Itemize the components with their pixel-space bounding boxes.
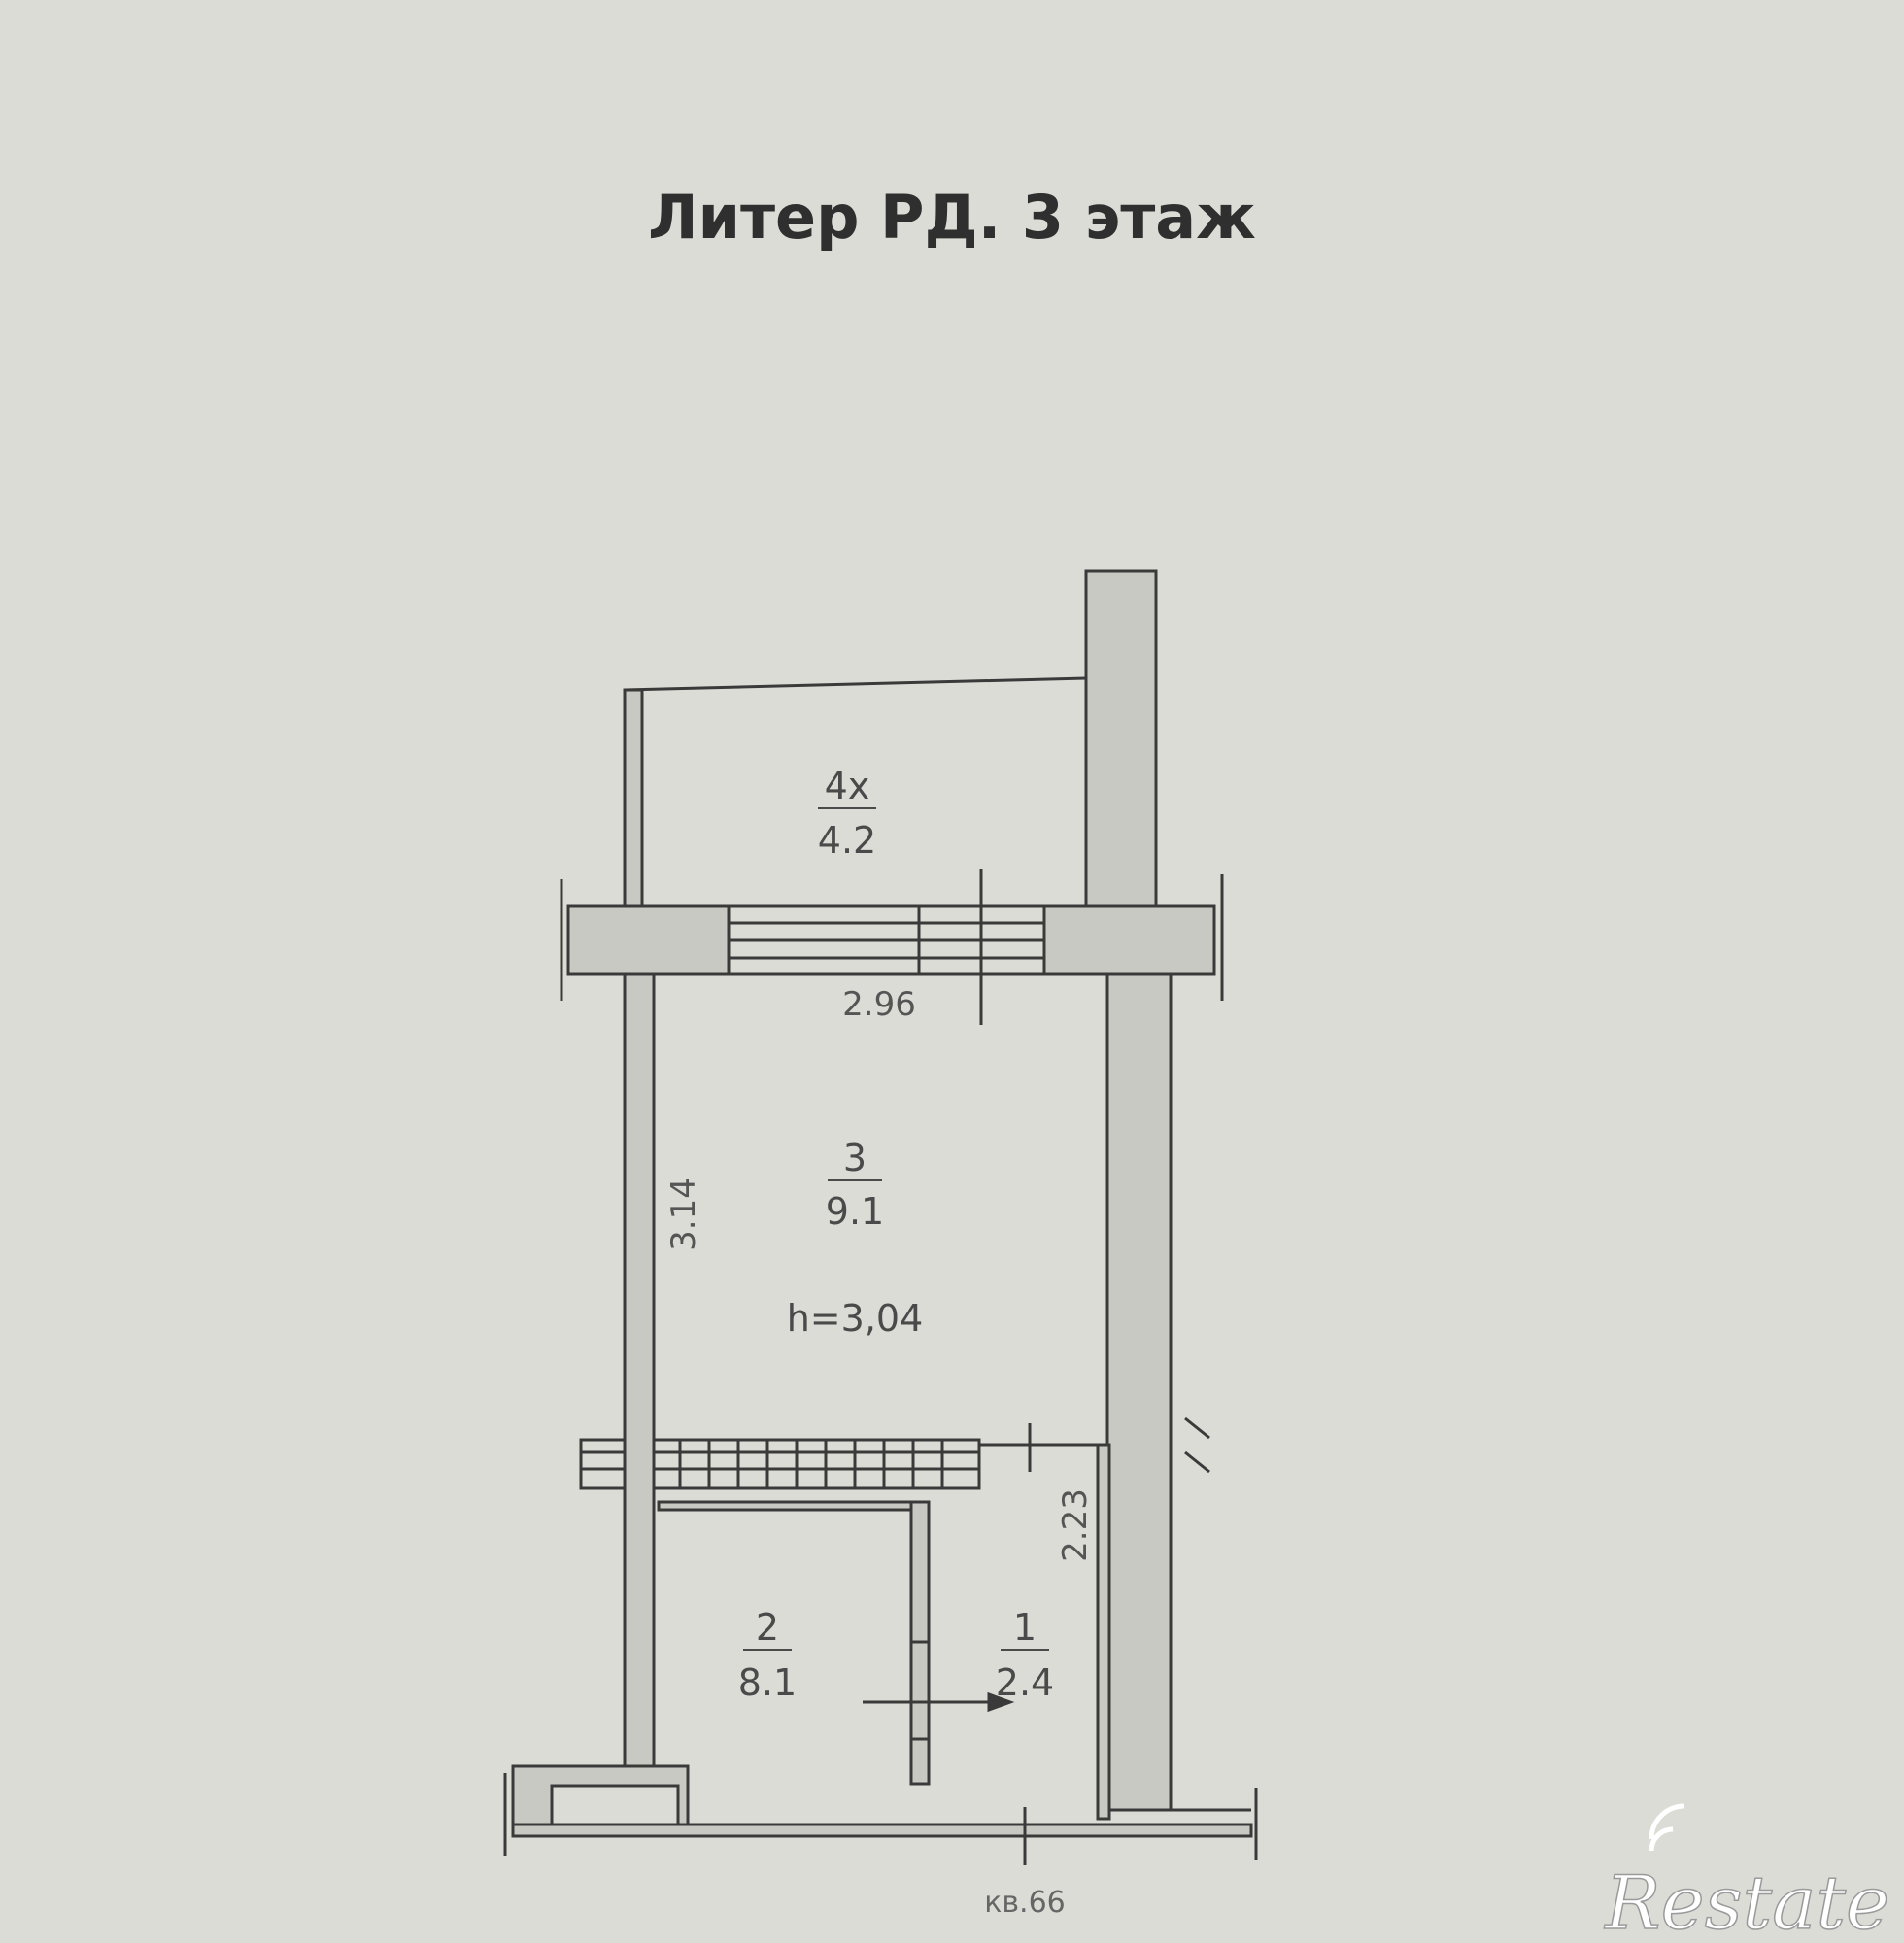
- dimension-width-top: 2.96: [842, 985, 916, 1024]
- room-4-area: 4.2: [818, 819, 876, 862]
- balcony-left-wall: [623, 688, 644, 908]
- room-3-area: 9.1: [826, 1190, 884, 1233]
- room2-top-wall: [657, 1500, 928, 1512]
- room-2-area: 8.1: [738, 1661, 797, 1704]
- walls: [503, 569, 1258, 1865]
- left-wall: [623, 972, 656, 1768]
- bathroom-right-wall: [1096, 1443, 1111, 1821]
- dimension-length-left: 3.14: [664, 1177, 703, 1251]
- room-4-number: 4х: [825, 765, 870, 807]
- wall-segment-left: [566, 904, 731, 976]
- watermark-text: Restate: [1603, 1859, 1889, 1943]
- left-wall-hatch: [579, 1438, 627, 1490]
- wall-block-top-right: [1084, 569, 1158, 908]
- tick-mark: [1184, 1416, 1210, 1440]
- dimension-length-bathroom: 2.23: [1056, 1488, 1095, 1562]
- watermark-arc-icon: [1649, 1803, 1685, 1840]
- balcony-top-edge: [624, 676, 1087, 692]
- wall-segment-right: [1042, 904, 1216, 976]
- watermark-arc-icon: [1649, 1826, 1674, 1852]
- room-1-area: 2.4: [996, 1661, 1054, 1704]
- restate-watermark: Restate: [1603, 1803, 1890, 1943]
- bottom-wall: [511, 1823, 1253, 1838]
- right-wall: [1105, 972, 1173, 1812]
- room-1-number: 1: [1013, 1606, 1037, 1649]
- door-arrow-head: [987, 1691, 1015, 1713]
- room-3-number: 3: [843, 1137, 867, 1179]
- partition-wall: [652, 1438, 981, 1490]
- tick-mark: [1184, 1450, 1210, 1474]
- plan-title: Литер РД. 3 этаж: [648, 182, 1256, 253]
- stair-block-inner: [550, 1784, 680, 1826]
- room-3-height: h=3,04: [787, 1297, 924, 1340]
- room-2-number: 2: [756, 1606, 779, 1649]
- partition-hatching: [678, 1440, 944, 1488]
- apartment-label: кв.66: [984, 1886, 1066, 1920]
